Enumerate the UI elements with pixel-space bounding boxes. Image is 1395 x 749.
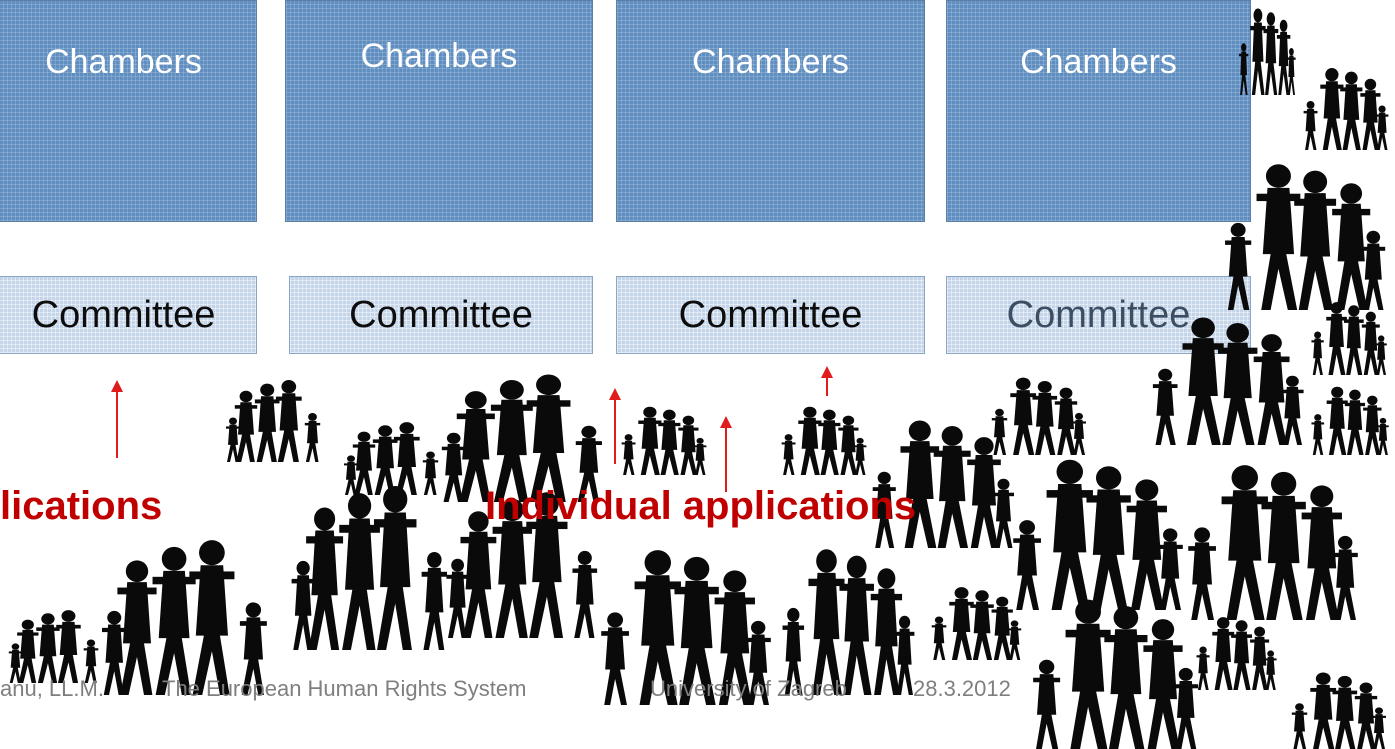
arrow-up-icon [720,416,732,492]
family-silhouette-icon [1188,465,1358,620]
family-silhouette [1150,305,1310,445]
family-silhouette-icon [1196,617,1277,690]
family-silhouette [870,408,1020,548]
family-silhouette-icon [102,540,267,695]
chamber-label: Chambers [360,37,518,75]
family-silhouette [1185,450,1365,620]
chamber-label: Chambers [45,43,202,81]
chamber-box-3: Chambers [616,0,925,222]
family-silhouette [1030,585,1205,749]
family-silhouette [1302,60,1392,150]
footer-author: anu, LL.M. [0,676,104,701]
committee-label: Committee [678,293,863,336]
family-silhouette-icon [1311,386,1389,455]
committee-box-1: Committee [0,276,257,354]
chamber-label: Chambers [692,43,849,81]
family-silhouette [1222,150,1392,310]
family-silhouette-icon [8,610,99,683]
family-silhouette-icon [441,374,602,502]
family-silhouette [1310,295,1390,375]
family-silhouette-icon [1311,302,1387,375]
family-silhouette-icon [991,377,1086,455]
family-silhouette-icon [781,406,867,475]
applications-label-left: lications [0,484,163,528]
family-silhouette [435,362,605,502]
family-silhouette [780,400,870,475]
footer-title: The European Human Rights System [162,676,527,701]
family-silhouette-icon [872,420,1014,548]
family-silhouette-icon [931,587,1022,660]
family-silhouette-icon [782,549,915,695]
family-silhouette [1290,665,1390,749]
family-silhouette-icon [1225,164,1386,310]
family-silhouette [780,535,920,695]
family-silhouette-icon [291,486,448,650]
arrow-up-icon [111,380,123,458]
arrow-up-icon [609,388,621,464]
family-silhouette-icon [446,492,598,638]
family-silhouette [5,603,100,683]
arrow-up-icon [821,366,833,396]
family-silhouette [1238,0,1298,95]
committee-label: Committee [349,293,533,336]
family-silhouette [440,478,600,638]
family-silhouette [598,535,778,705]
family-silhouette-icon [344,422,439,495]
family-silhouette [95,525,270,695]
family-silhouette [1195,610,1280,690]
footer-venue: University of Zagreb [650,676,847,701]
family-silhouette [620,400,710,475]
chamber-box-2: Chambers [285,0,593,222]
family-silhouette-icon [601,550,771,705]
family-silhouette-icon [621,406,707,475]
committee-label: Committee [31,293,216,336]
footer-date: 28.3.2012 [913,676,1011,701]
family-silhouette-icon [1152,317,1304,445]
family-silhouette-icon [1303,68,1389,150]
chamber-label: Chambers [1020,43,1177,81]
family-silhouette [285,470,450,650]
committee-box-4: Committee [946,276,1251,354]
family-silhouette [1010,445,1190,610]
chamber-box-4: Chambers [946,0,1251,222]
family-silhouette-icon [1013,459,1183,610]
family-silhouette [930,580,1025,660]
committee-label: Committee [1006,293,1191,336]
family-silhouette [340,415,440,495]
individual-applications-label: Individual applications [485,484,917,528]
family-silhouette-icon [1033,599,1198,749]
family-silhouette-icon [226,380,321,462]
committee-box-2: Committee [289,276,593,354]
family-silhouette [990,370,1090,455]
family-silhouette-icon [1239,8,1296,95]
family-silhouette [222,372,322,462]
family-silhouette [1310,380,1392,455]
chamber-box-1: Chambers [0,0,257,222]
family-silhouette-icon [1291,672,1386,749]
committee-box-3: Committee [616,276,925,354]
